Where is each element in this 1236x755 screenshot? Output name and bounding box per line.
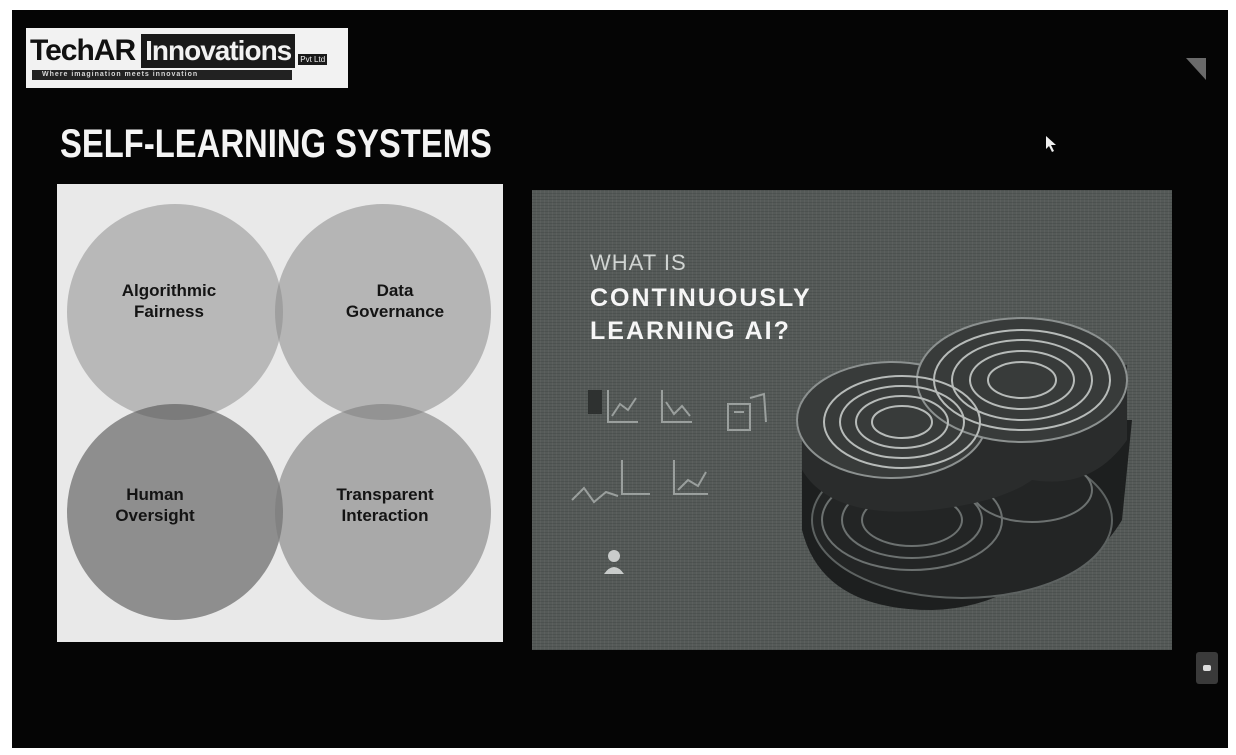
logo-name-part2: Innovations: [141, 34, 296, 68]
venn-label-1-line1: Algorithmic: [122, 281, 216, 300]
ai-heading-small: WHAT IS: [590, 250, 687, 275]
chart-icon: [588, 390, 638, 423]
person-icon: [604, 550, 624, 574]
chart-icon: [673, 460, 708, 495]
venn-label-2-line1: Data: [377, 281, 414, 300]
venn-label-2-line2: Governance: [346, 302, 444, 321]
logo-suffix: Pvt Ltd: [298, 54, 328, 65]
corner-triangle-icon: [1186, 58, 1206, 80]
venn-diagram-panel: Algorithmic Fairness Data Governance Hum…: [57, 184, 503, 642]
chart-icon: [571, 460, 650, 504]
side-button[interactable]: [1196, 652, 1218, 684]
chart-icon: [661, 390, 692, 423]
ai-illustration: [571, 317, 1132, 610]
venn-circle-data-governance: [275, 204, 491, 420]
ai-heading-big: CONTINUOUSLY LEARNING AI?: [590, 284, 812, 345]
venn-circle-transparent-interaction: [275, 404, 491, 620]
venn-label-4-line1: Transparent: [336, 485, 434, 504]
venn-circle-human-oversight: [67, 404, 283, 620]
logo-name-part1: TechAR: [30, 34, 136, 67]
chart-icons-group: [571, 390, 767, 504]
venn-label-1-line2: Fairness: [134, 302, 204, 321]
logo-tagline: Where imagination meets innovation: [32, 70, 292, 80]
venn-circle-algorithmic-fairness: [67, 204, 283, 420]
chart-icon: [727, 392, 767, 431]
venn-label-4-line2: Interaction: [342, 506, 429, 525]
venn-diagram: Algorithmic Fairness Data Governance Hum…: [67, 204, 491, 620]
venn-label-3-line2: Oversight: [115, 506, 195, 525]
mouse-cursor-icon: [1046, 136, 1056, 152]
continuous-learning-ai-panel: WHAT IS CONTINUOUSLY LEARNING AI?: [532, 190, 1172, 650]
side-button-icon: [1203, 665, 1211, 671]
venn-label-3-line1: Human: [126, 485, 184, 504]
slide-title: SELF-LEARNING SYSTEMS: [60, 122, 492, 166]
learning-platform-illustration: [796, 317, 1132, 610]
